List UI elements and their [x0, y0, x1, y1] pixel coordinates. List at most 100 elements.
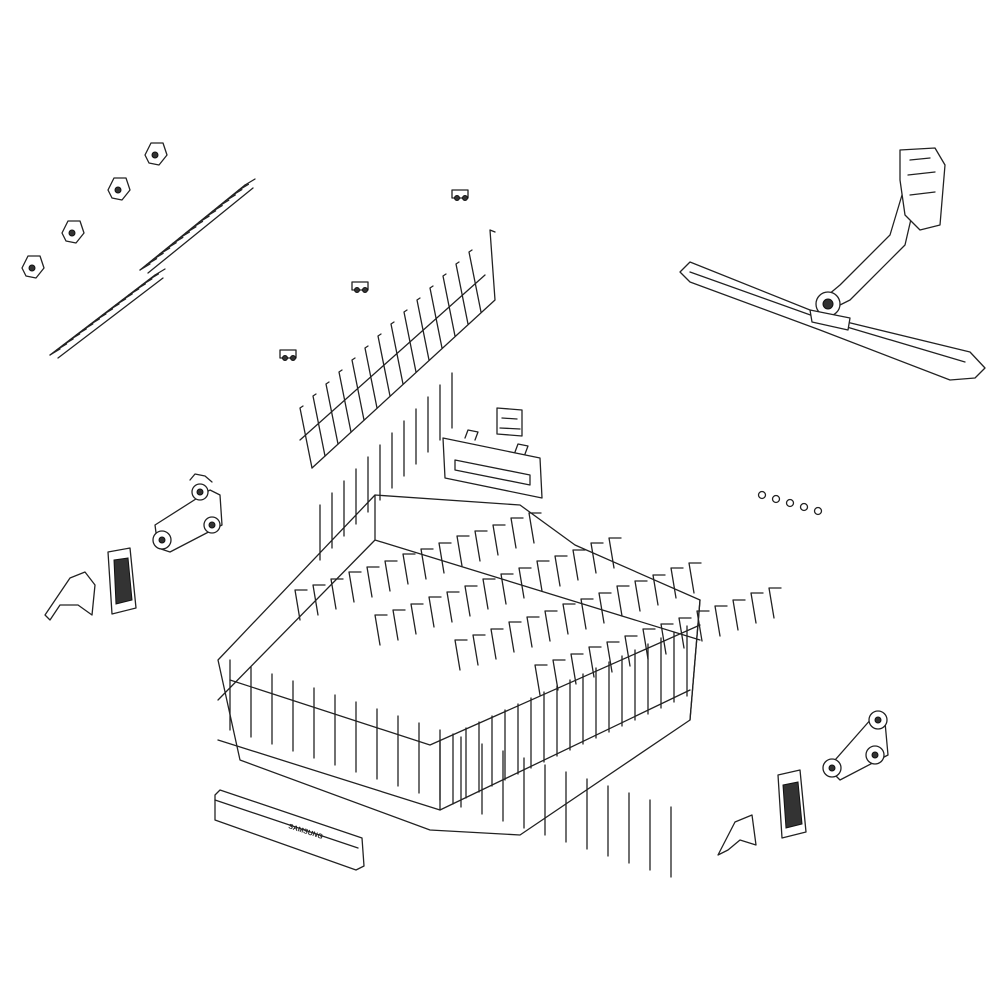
rack-tine [410, 603, 424, 635]
tine [62, 338, 74, 346]
rack-tine [732, 599, 746, 631]
clip-wheel [354, 287, 360, 293]
rack-tine [526, 616, 540, 648]
tine [211, 204, 223, 213]
tine [134, 283, 146, 291]
tine [224, 194, 236, 202]
tine [82, 323, 94, 331]
rack-tine [624, 635, 638, 667]
rack-rollers-set[interactable] [21, 142, 168, 279]
rack-tine [588, 646, 602, 678]
cup-shelf-tines[interactable] [279, 189, 496, 469]
screw [785, 498, 795, 508]
tine [191, 220, 204, 229]
left-rail-end-cap[interactable] [44, 547, 137, 621]
tine [244, 178, 256, 186]
tine [165, 242, 177, 250]
tine [49, 348, 61, 356]
shelf-tine [351, 357, 365, 421]
screw [813, 506, 823, 516]
shelf-tine [312, 393, 326, 457]
rack-tine [366, 566, 380, 598]
tine [198, 215, 210, 223]
rack-handle[interactable]: SAMSUNG [214, 789, 365, 871]
tine [95, 313, 107, 321]
tine [218, 199, 230, 207]
tine [237, 183, 250, 191]
shelf-tine [377, 333, 391, 397]
tine-strip [139, 184, 254, 274]
shelf-tine [429, 285, 443, 349]
rack-tine [454, 639, 468, 671]
shelf-tine [455, 261, 469, 325]
rack-tine [402, 553, 416, 585]
tine [231, 188, 243, 197]
roller-wheel [28, 264, 36, 272]
tine [145, 258, 158, 266]
rack-tine [572, 549, 586, 581]
rack-tine [510, 517, 524, 549]
clip-wheel [282, 355, 288, 361]
tine [147, 273, 160, 281]
right-rail-end-cap[interactable] [717, 769, 807, 856]
rack-tine [500, 573, 514, 605]
rack-tine [590, 542, 604, 574]
rack-tine [660, 623, 674, 655]
rack-tine [312, 584, 326, 616]
rack-tine [642, 628, 656, 660]
shelf-tine [416, 297, 430, 361]
tine [128, 288, 140, 296]
clip-wheel [362, 287, 368, 293]
rack-tine [652, 574, 666, 606]
rack-tine [508, 621, 522, 653]
rack-tine [714, 605, 728, 637]
roller-wheel [151, 151, 159, 159]
rack-tine [598, 592, 612, 624]
clip-wheel [290, 355, 296, 361]
shelf-tine [468, 249, 482, 313]
small-screws[interactable] [757, 490, 823, 516]
tine [178, 231, 191, 239]
rack-tine [544, 610, 558, 642]
rack-tine [446, 591, 460, 623]
tine-strip [49, 274, 164, 359]
rack-tine [348, 571, 362, 603]
upper-dish-rack[interactable] [217, 372, 782, 878]
rack-tine [562, 603, 576, 635]
tine [69, 333, 81, 341]
rack-tine [294, 589, 308, 621]
shelf-tine [442, 273, 456, 337]
left-rail-roller-assembly[interactable] [152, 473, 223, 553]
tine [172, 236, 184, 245]
rack-tine [528, 512, 542, 544]
rack-tine [384, 560, 398, 592]
tine [154, 268, 166, 276]
rack-tine [438, 542, 452, 574]
tine [204, 210, 217, 218]
shelf-tine [403, 309, 417, 373]
rack-tine [428, 596, 442, 628]
rack-tine [634, 580, 648, 612]
clip-wheel [462, 195, 468, 201]
shelf-tine [364, 345, 378, 409]
rack-tine [392, 609, 406, 641]
upper-spray-arm-assembly[interactable] [679, 147, 986, 381]
tine [139, 263, 151, 271]
right-rail-roller-assembly[interactable] [822, 710, 889, 781]
rack-tine [330, 578, 344, 610]
tine [185, 226, 197, 234]
screw [757, 490, 767, 500]
rail-stopper-clip[interactable] [442, 407, 543, 499]
tine [152, 252, 164, 261]
shelf-bar [299, 274, 486, 441]
tine [159, 247, 171, 255]
rack-tine [750, 592, 764, 624]
shelf-tine [299, 405, 313, 469]
tine [88, 318, 101, 326]
tine-strip-left[interactable] [49, 178, 256, 359]
rack-tine [536, 560, 550, 592]
rack-tine [696, 610, 710, 642]
rack-tine [688, 562, 702, 594]
tine [101, 308, 114, 316]
